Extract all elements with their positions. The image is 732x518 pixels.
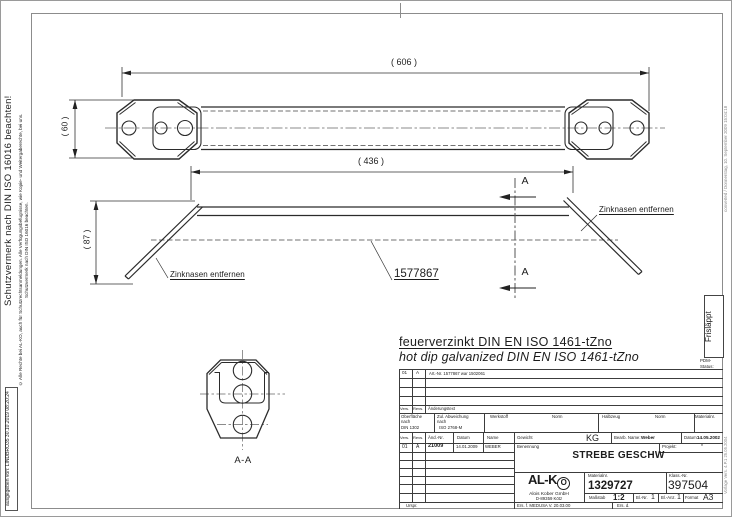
approval-changeno-label: Änd.-Nr. (428, 435, 444, 440)
project-value: * (701, 444, 703, 450)
sheetno-value: 1 (651, 493, 655, 501)
scale-label: Maßstab (589, 495, 606, 500)
section-arrow-label-top: A (521, 175, 529, 187)
material-label: Werkstoff (490, 413, 508, 419)
company-logo-ring-icon: O (557, 476, 571, 490)
company-name: Alois Kober GmbH (529, 491, 569, 497)
weight-label: Gewicht (517, 435, 533, 440)
materialno-field-label: Materialnr. (588, 473, 609, 478)
change-note-rev: A (416, 370, 420, 375)
company-city: D-89359 Kötz (535, 496, 563, 501)
approval-vers: 01 (402, 443, 408, 450)
date2-value: 14.05.2002 (697, 434, 720, 440)
part-title: STREBE GESCHW (572, 450, 665, 461)
deviation-label-2: nach (437, 418, 447, 424)
surface-label-1: Oberfläche (401, 413, 423, 419)
approval-rev-label: Revs. (413, 434, 424, 440)
section-view-label: A-A (234, 455, 252, 466)
dim-end-height: ( 60 ) (59, 116, 70, 137)
approval-date: 14.01.2009 (456, 444, 478, 449)
materialno-label: Materialnr. (695, 413, 716, 419)
titleblock-grid (399, 369, 723, 509)
change-note-vers: 01 (402, 370, 408, 375)
origin-label: Urspr. (406, 502, 418, 508)
pdm-status-label-line1: PDM- (700, 358, 712, 363)
approval-date-label: Datum (457, 435, 470, 440)
surface-value: DIN 1302 (401, 424, 420, 430)
approval-name-label: Name (487, 435, 499, 440)
date2-label: Datum: (684, 435, 698, 440)
side-view (124, 178, 643, 298)
semi-label: Halbzeug (602, 413, 621, 419)
materialno-field-value: 1329727 (588, 479, 633, 492)
drawing-frame (31, 13, 723, 509)
pdm-status-label: PDM- Status: (700, 358, 714, 370)
weight-unit: KG (586, 432, 600, 443)
dim-inner-length: ( 436 ) (357, 156, 384, 166)
approval-changeno: 21009 (428, 443, 444, 449)
sheetno-label: Bl.-Nr. (636, 495, 648, 500)
dimension-lines (69, 67, 650, 285)
section-arrow-label-bottom: A (521, 266, 529, 278)
approval-vers-label: Vers. (400, 434, 410, 440)
top-view (105, 99, 665, 160)
project-label: Projekt: (662, 443, 677, 449)
change-header-vers: Vers. (400, 406, 410, 411)
finish-note-german: feuerverzinkt DIN EN ISO 1461-tZno (399, 335, 613, 349)
approval-rev: A (416, 443, 420, 450)
semi-norm-label: Norm (655, 413, 666, 419)
part-number-callout: 1577867 (394, 268, 439, 280)
change-header-text: Änderungstext (428, 406, 456, 411)
classno-field-label: Klass.-Nr. (669, 473, 688, 478)
note-remove-zinc-right: Zinknasen entfernen (599, 205, 674, 214)
dim-overall-length: ( 606 ) (390, 57, 417, 67)
format-label: Format (685, 495, 699, 500)
finish-note-english: hot dip galvanized DIN EN ISO 1461-tZno (399, 350, 639, 364)
classno-field-value: 397504 (668, 478, 709, 492)
surface-label-2: nach (401, 418, 411, 424)
deviation-label-1: Zul. Abweichung (437, 413, 469, 419)
replaced-by-note: Ers. d. (617, 503, 630, 508)
editor-value: Weber (641, 434, 655, 440)
change-header-revs: Revs. (413, 406, 424, 411)
sheetcount-value: 1 (677, 493, 681, 501)
sheetcount-label: Bl.-Anz. (661, 495, 676, 500)
dim-drop-height: ( 87 ) (81, 229, 92, 250)
approval-name: WEBER (485, 444, 501, 449)
scale-value: 1:2 (613, 492, 625, 502)
change-note-text: Art.-Nr. 1577867 war 1502061 (429, 370, 486, 376)
format-value: A3 (703, 492, 714, 502)
denomination-label: Benennung (517, 444, 539, 449)
pdm-status-label-line2: Status: (700, 364, 714, 370)
deviation-value: ISO 2768-M (439, 424, 463, 430)
section-view (200, 350, 285, 450)
replaces-note: Ers. f. MEDUSA V. 20.03.00 (517, 503, 571, 508)
material-norm-label: Norm (552, 413, 563, 419)
company-logo-text: AL-K (527, 472, 558, 487)
note-remove-zinc-left: Zinknasen entfernen (170, 270, 245, 279)
editor-label: Bearb. Name: (614, 435, 641, 440)
pdm-status-badge: Frisläppt (704, 295, 724, 358)
